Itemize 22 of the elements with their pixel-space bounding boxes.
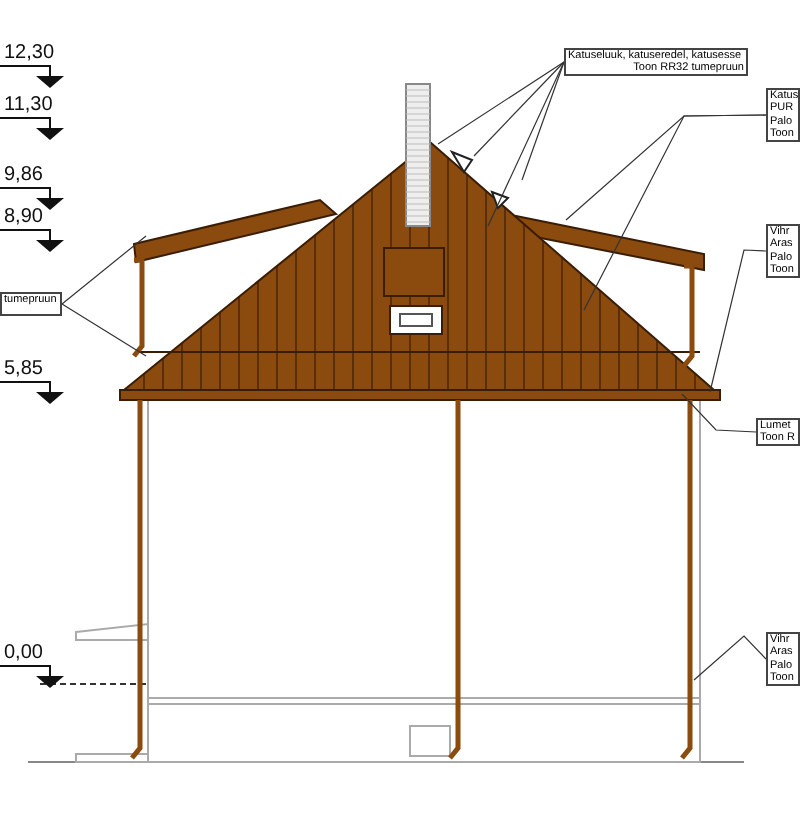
callout-box: [564, 48, 748, 76]
callout-box: [766, 224, 800, 278]
leader-line: [583, 114, 767, 311]
callout-box: [766, 632, 800, 686]
leader-line: [61, 235, 147, 305]
callout-box: [0, 292, 62, 316]
elevation-label: 5,85: [4, 358, 43, 380]
elevation-label: 9,86: [4, 164, 43, 186]
leader-line: [437, 61, 565, 145]
leader-line: [693, 635, 767, 681]
elevation-label: 11,30: [4, 94, 53, 116]
callout-box: [756, 418, 800, 446]
callout-box: [766, 88, 800, 142]
leader-line: [709, 249, 767, 393]
leader-line: [61, 303, 147, 357]
elevation-label: 0,00: [4, 642, 43, 664]
leader-line: [521, 61, 565, 181]
leader-line: [681, 393, 757, 433]
elevation-label: 12,30: [4, 42, 55, 64]
elevation-label: 8,90: [4, 206, 43, 228]
leader-line: [473, 61, 565, 157]
leader-line: [487, 61, 565, 227]
